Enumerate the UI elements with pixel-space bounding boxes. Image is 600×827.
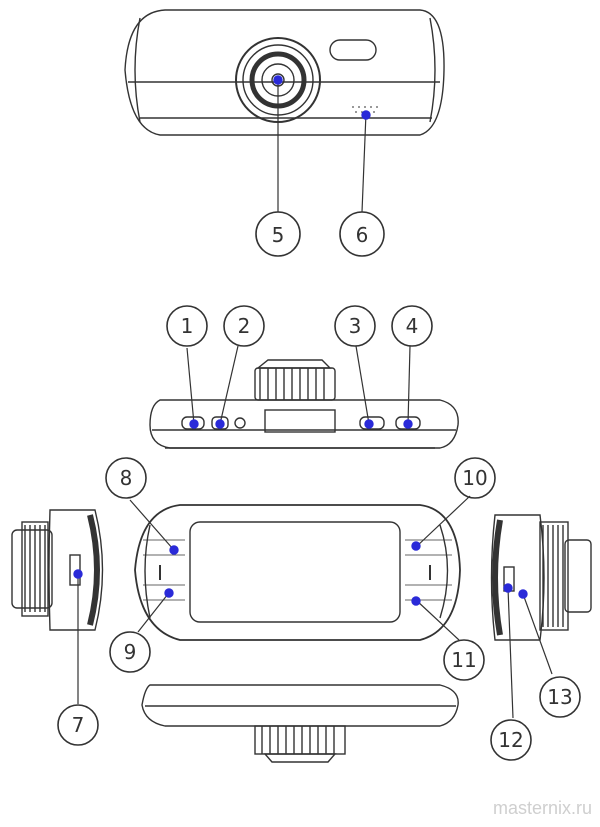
speaker-holes	[352, 106, 378, 113]
marker-8	[169, 545, 179, 555]
marker-3	[364, 419, 374, 429]
callout-9: 9	[124, 640, 137, 664]
markers	[73, 75, 528, 606]
leader-lines	[77, 80, 553, 719]
screen	[189, 521, 401, 623]
callout-12: 12	[498, 728, 523, 752]
marker-12	[503, 583, 513, 593]
callout-numbers: 5 6 1 2 3 4 8 10 9 11 7 12 13	[72, 223, 573, 752]
bottom-view	[141, 684, 459, 763]
marker-4	[403, 419, 413, 429]
callout-8: 8	[120, 466, 133, 490]
callout-6: 6	[356, 223, 369, 247]
marker-13	[518, 589, 528, 599]
watermark: masternix.ru	[492, 798, 592, 818]
callout-1: 1	[181, 314, 194, 338]
marker-2	[215, 419, 225, 429]
marker-11	[411, 596, 421, 606]
marker-7	[73, 569, 83, 579]
callout-2: 2	[238, 314, 251, 338]
callout-13: 13	[547, 685, 572, 709]
marker-1	[189, 419, 199, 429]
front-view	[124, 9, 445, 136]
callout-11: 11	[451, 648, 476, 672]
callout-10: 10	[462, 466, 487, 490]
port-3	[359, 416, 385, 430]
callout-5: 5	[272, 223, 285, 247]
marker-5	[273, 75, 283, 85]
port-2	[211, 416, 229, 430]
back-view	[134, 504, 461, 641]
marker-6	[361, 110, 371, 120]
marker-9	[164, 588, 174, 598]
marker-10	[411, 541, 421, 551]
top-view	[149, 359, 459, 449]
callout-circles	[57, 211, 581, 761]
callout-3: 3	[349, 314, 362, 338]
callout-4: 4	[406, 314, 419, 338]
right-side-view	[490, 514, 592, 641]
left-side-view	[11, 509, 104, 631]
callout-7: 7	[72, 713, 85, 737]
